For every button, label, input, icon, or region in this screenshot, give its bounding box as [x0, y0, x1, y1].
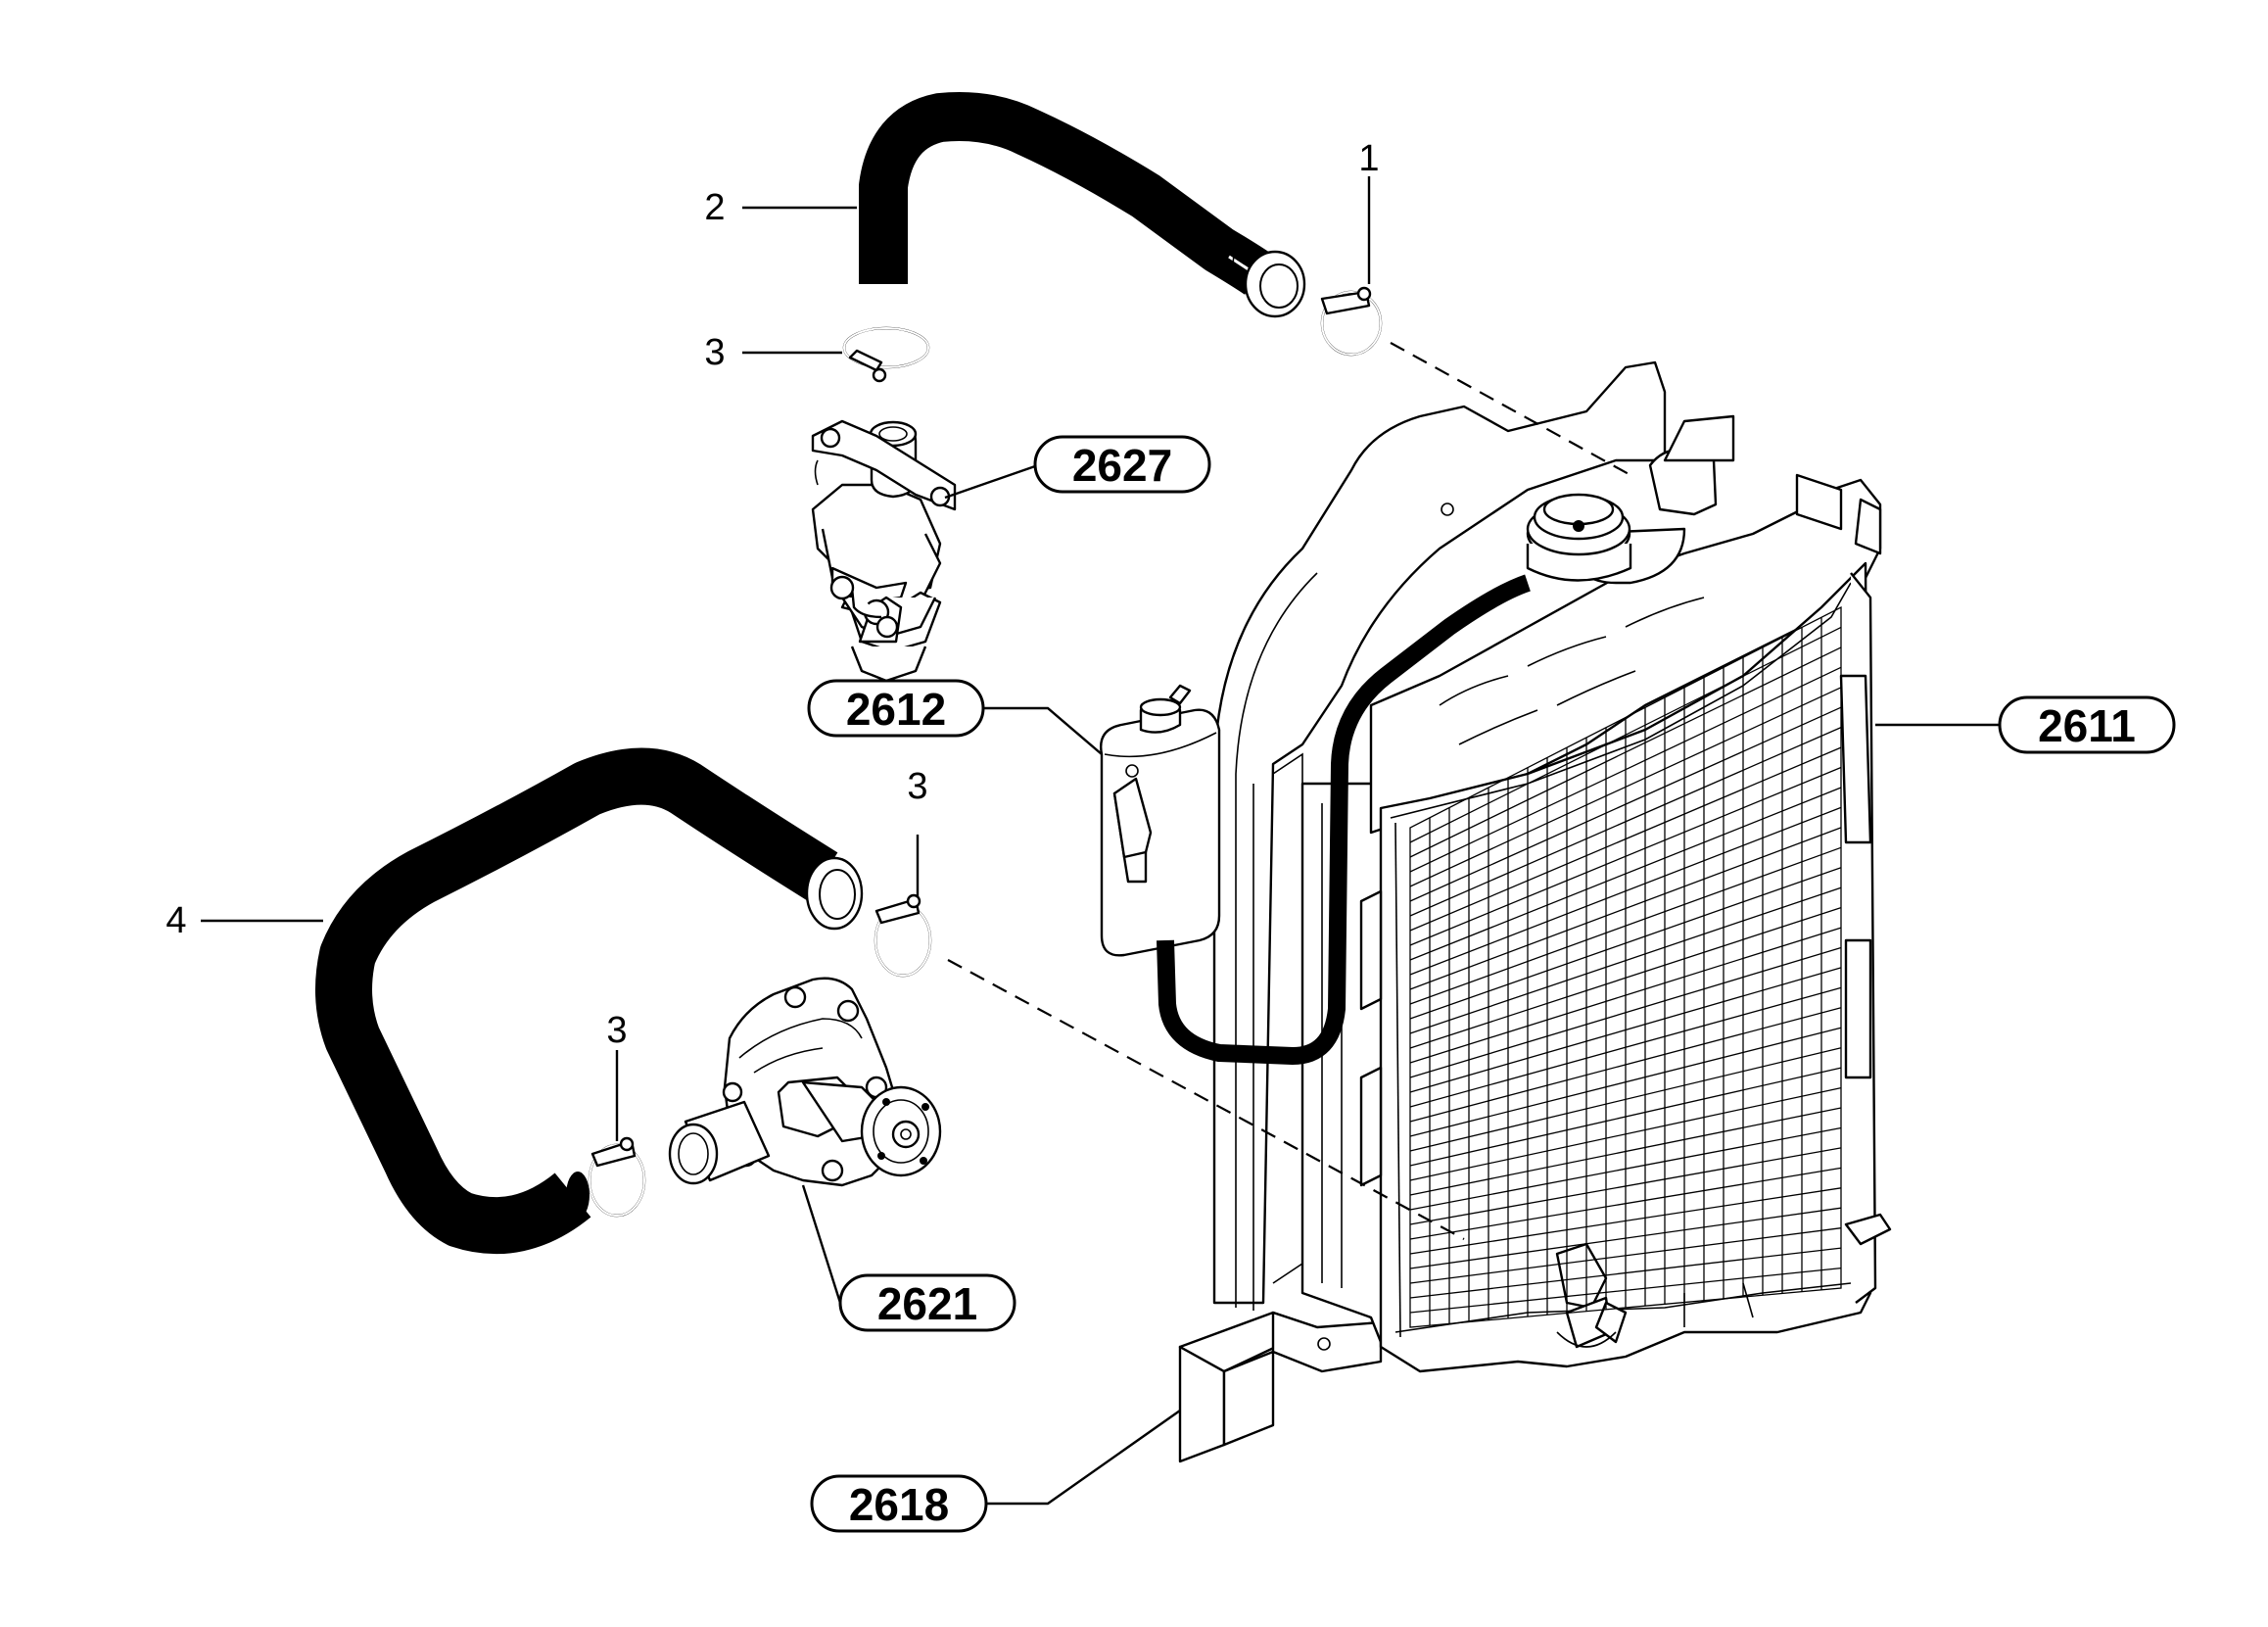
- overflow-tube: [1157, 574, 1532, 1065]
- thermostat-housing: [811, 419, 957, 683]
- badge-2618-label: 2618: [849, 1479, 949, 1530]
- callout-labels: 1 2 3 3 3 4: [165, 138, 1379, 1051]
- badge-2612-label: 2612: [846, 684, 946, 735]
- hose-clamp-1: [1320, 286, 1383, 357]
- badge-2612: 2612: [807, 679, 985, 738]
- badge-2621-label: 2621: [877, 1278, 977, 1329]
- callout-1: 1: [1358, 138, 1379, 179]
- badge-2611: 2611: [1998, 695, 2176, 754]
- hose-clamp-3-middle: [874, 893, 932, 978]
- assembly-line-upper: [1390, 342, 1631, 476]
- callout-2: 2: [704, 187, 725, 228]
- badge-2627: 2627: [1033, 435, 1211, 494]
- hose-clamp-3-lower: [588, 1136, 646, 1218]
- coolant-overflow-tank: [1100, 684, 1221, 957]
- badge-2627-label: 2627: [1072, 440, 1172, 491]
- badge-2621: 2621: [838, 1273, 1016, 1332]
- badge-2618: 2618: [810, 1474, 988, 1533]
- upper-radiator-hose: [859, 92, 1306, 318]
- callout-4: 4: [165, 900, 186, 941]
- callout-3-middle: 3: [907, 766, 927, 807]
- hose-clamp-3-upper: [842, 326, 930, 383]
- assembly-line-lower: [947, 959, 1465, 1240]
- badge-2611-label: 2611: [2038, 700, 2136, 751]
- water-pump: [668, 977, 942, 1187]
- callout-3-lower: 3: [606, 1010, 627, 1051]
- callout-3-upper: 3: [704, 332, 725, 373]
- leader-lines: [201, 176, 2000, 1506]
- radiator-core: [1409, 605, 1842, 1328]
- lower-radiator-hose: [315, 747, 864, 1255]
